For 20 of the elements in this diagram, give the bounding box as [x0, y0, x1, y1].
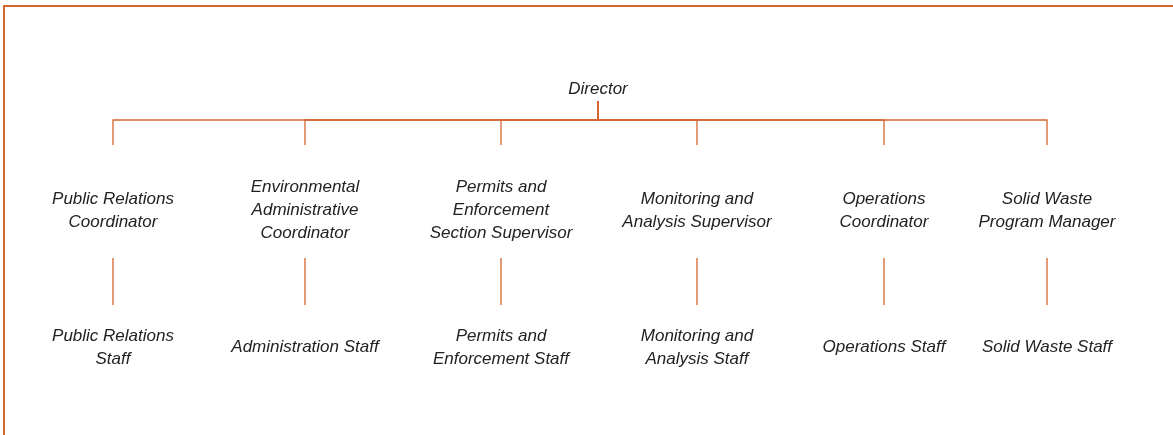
role-title: Public Relations Staff	[51, 324, 175, 370]
role-title: Monitoring and Analysis Staff	[639, 324, 755, 370]
role-title: Permits and Enforcement Section Supervisor	[428, 176, 574, 244]
role-title: Public Relations Coordinator	[51, 187, 175, 233]
role-title: Solid Waste Staff	[981, 336, 1113, 358]
connector-line	[597, 100, 1048, 146]
role-title: Administration Staff	[231, 336, 379, 358]
role-title: Operations Coordinator	[838, 187, 930, 233]
connector-line	[500, 257, 502, 306]
role-title: Monitoring and Analysis Supervisor	[620, 187, 773, 233]
connector-line	[304, 257, 306, 306]
role-title: Environmental Administrative Coordinator	[249, 176, 361, 244]
connector-line	[883, 257, 885, 306]
role-title: Director	[568, 77, 628, 100]
role-title: Operations Staff	[822, 336, 946, 358]
role-title: Solid Waste Program Manager	[977, 187, 1117, 233]
connector-line	[1046, 257, 1048, 306]
connector-line	[112, 257, 114, 306]
connector-line	[696, 257, 698, 306]
role-title: Permits and Enforcement Staff	[431, 324, 572, 370]
